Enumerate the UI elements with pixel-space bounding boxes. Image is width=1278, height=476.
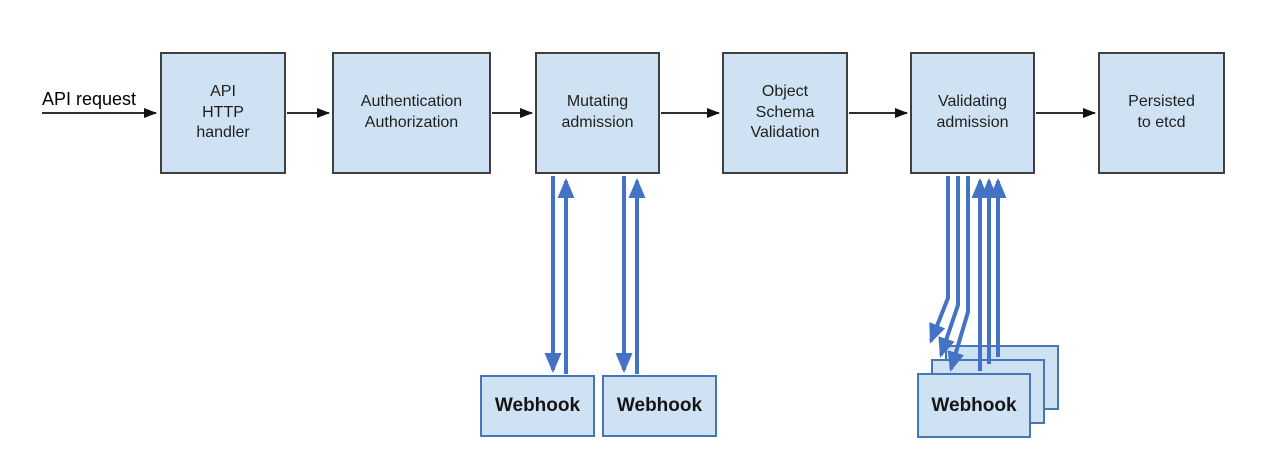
api-request-label: API request xyxy=(42,89,137,109)
webhook-label: Webhook xyxy=(494,395,581,416)
webhook-label: Webhook xyxy=(931,394,1017,416)
node-label: Authentication Authorization xyxy=(360,93,463,131)
validating-webhook-front: Webhook xyxy=(917,373,1031,438)
arrow-validating-to-webhooks-down-1 xyxy=(929,176,950,344)
node-validating-admission: Validating admission xyxy=(910,52,1035,174)
node-label: Object Schema Validation xyxy=(750,82,820,142)
node-object-schema-validation: Object Schema Validation xyxy=(722,52,848,174)
node-authentication-authorization: Authentication Authorization xyxy=(332,52,491,174)
arrow-validating-to-webhooks-down-2 xyxy=(938,176,960,358)
node-label: Mutating admission xyxy=(561,93,634,131)
node-mutating-admission: Mutating admission xyxy=(535,52,660,174)
webhook-label: Webhook xyxy=(616,395,703,416)
node-label: Persisted to etcd xyxy=(1128,93,1195,131)
node-label: API HTTP handler xyxy=(196,82,250,142)
node-persisted-to-etcd: Persisted to etcd xyxy=(1098,52,1225,174)
mutating-webhook-2: Webhook xyxy=(602,375,717,437)
arrow-validating-to-webhooks-down-3 xyxy=(947,176,970,372)
mutating-webhook-1: Webhook xyxy=(480,375,595,437)
node-label: Validating admission xyxy=(936,93,1009,131)
node-api-http-handler: API HTTP handler xyxy=(160,52,286,174)
